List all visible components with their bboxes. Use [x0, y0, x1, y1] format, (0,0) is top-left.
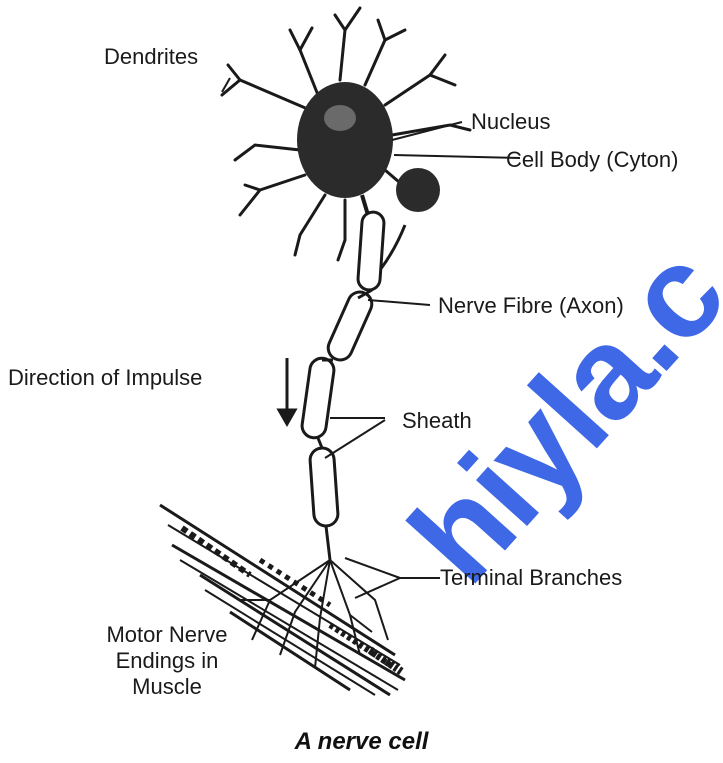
label-motor-nerve-endings: Motor Nerve Endings in Muscle: [92, 622, 242, 700]
figure-caption: A nerve cell: [0, 728, 723, 756]
impulse-arrow: [279, 358, 295, 424]
label-cell-body: Cell Body (Cyton): [506, 147, 678, 173]
cell-body-shape: [297, 82, 393, 198]
label-nerve-fibre: Nerve Fibre (Axon): [438, 293, 624, 319]
label-sheath: Sheath: [402, 408, 472, 434]
nucleus-shape: [324, 105, 356, 131]
side-bulb: [396, 168, 440, 212]
label-terminal-branches: Terminal Branches: [440, 565, 622, 591]
label-nucleus: Nucleus: [471, 109, 550, 135]
axon-segments: [301, 211, 385, 526]
label-direction-of-impulse: Direction of Impulse: [8, 365, 202, 391]
label-dendrites: Dendrites: [104, 44, 198, 70]
